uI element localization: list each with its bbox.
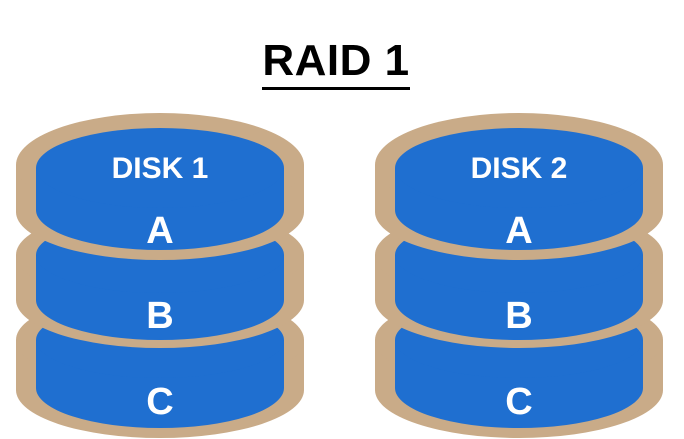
disk-1-stack: DISK 1 A B C (16, 113, 304, 438)
disk-2-block-a: A (505, 210, 532, 252)
disk-2-block-b: B (505, 295, 532, 337)
diagram-title-text: RAID 1 (262, 39, 410, 90)
disk-2-label: DISK 2 (471, 152, 568, 185)
disk-1-platter-a (16, 113, 304, 260)
disk-2-stack: DISK 2 A B C (375, 113, 663, 438)
disk-1-block-c: C (146, 381, 173, 423)
diagram-title: RAID 1 (0, 36, 672, 90)
disk-1-label: DISK 1 (112, 152, 209, 185)
disk-2-block-c: C (505, 381, 532, 423)
disk-1-block-b: B (146, 295, 173, 337)
disk-1-block-a: A (146, 210, 173, 252)
disk-2-platter-a (375, 113, 663, 260)
